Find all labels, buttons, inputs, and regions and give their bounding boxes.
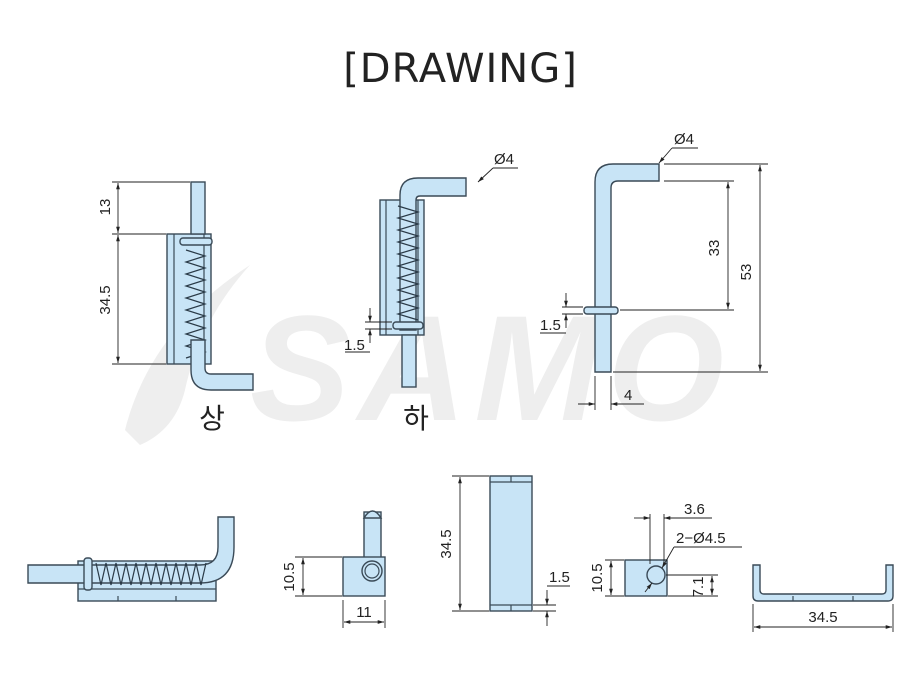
dim-end-hole-y: 7.1 [690, 577, 707, 598]
channel-profile [752, 564, 894, 602]
dim-lower-collar: 1.5 [344, 337, 365, 354]
dim-pin-width: 4 [624, 387, 632, 404]
assembly-spring [95, 562, 207, 586]
assembly-collar [83, 557, 93, 591]
side-bracket-view: 34.5 1.5 [438, 475, 570, 626]
pin-body [594, 163, 660, 373]
upper-collar [179, 237, 213, 246]
lower-collar [392, 321, 424, 330]
dim-upper-top: 13 [97, 199, 114, 216]
dim-end-height: 10.5 [589, 563, 606, 592]
lower-view-label: 하 [403, 402, 429, 435]
dim-pin-wire: Ø4 [674, 131, 694, 148]
assembly-side-view [27, 516, 235, 602]
dim-front-height: 10.5 [281, 562, 298, 591]
dim-side-wall: 1.5 [549, 569, 570, 586]
dim-lower-wire: Ø4 [494, 151, 514, 168]
lower-pin-shaft [401, 334, 417, 388]
front-bracket-view: 10.5 11 [281, 510, 386, 628]
pin-collar [583, 306, 619, 315]
watermark-text: SAMO [250, 284, 732, 452]
dim-pin-short: 33 [706, 240, 723, 257]
dim-end-hole-x: 3.6 [684, 501, 705, 518]
dim-channel-length: 34.5 [808, 609, 837, 626]
dim-front-width: 11 [356, 604, 372, 621]
side-bracket-body [489, 475, 533, 612]
front-pin-shaft [363, 511, 382, 559]
dim-pin-total: 53 [738, 264, 755, 281]
front-pin-tip [362, 510, 383, 519]
upper-pin-hook [190, 339, 254, 391]
pin-view: Ø4 33 53 1.5 4 [540, 131, 768, 410]
upper-view-label: 상 [199, 402, 225, 435]
dim-upper-body: 34.5 [97, 285, 114, 314]
end-bracket-view: 10.5 3.6 2−Ø4.5 7.1 [589, 501, 742, 597]
upper-pin-shaft [190, 181, 206, 235]
dim-end-holes: 2−Ø4.5 [676, 530, 726, 547]
end-bracket-hole [646, 565, 666, 585]
page-title: [DRAWING] [343, 46, 578, 92]
assembly-pin [27, 516, 235, 584]
dim-side-length: 34.5 [438, 529, 455, 558]
channel-view: 34.5 [752, 564, 894, 632]
lower-view: 1.5 Ø4 하 [344, 151, 518, 435]
dim-pin-collar: 1.5 [540, 317, 561, 334]
lower-spring [395, 205, 421, 321]
lower-pin-hook [399, 177, 467, 331]
upper-view: 13 34.5 상 [97, 181, 254, 435]
